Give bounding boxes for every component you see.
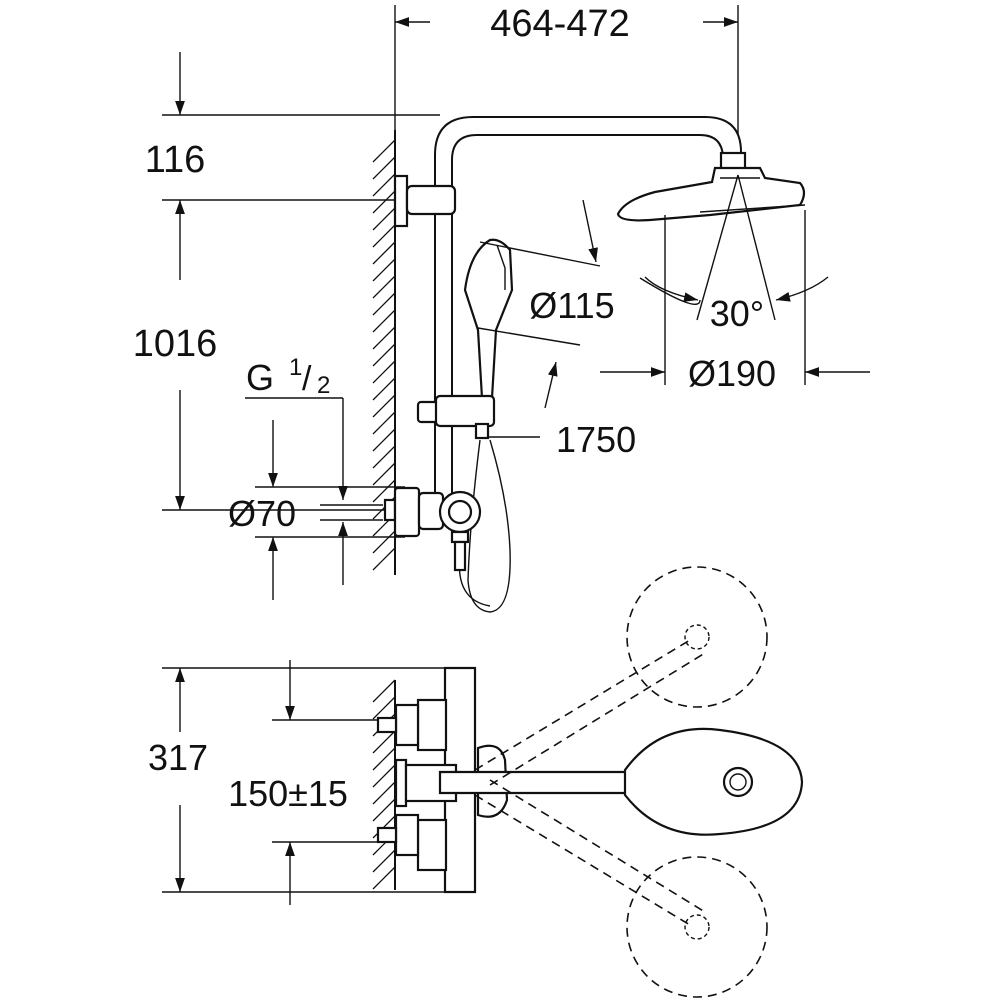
hatch-line [372,360,396,384]
projection-label: 317 [148,737,208,778]
hatch-line [372,343,396,367]
hand-shower-diameter-label: Ø115 [529,285,614,326]
dimension-vertical: 116 1016 [133,52,440,511]
hand-shower: Ø115 [463,199,615,409]
head-shower-diameter-label: Ø190 [688,353,776,394]
hatch-line [372,479,396,503]
head-shower: 30° Ø190 [600,166,870,394]
hatch-line [372,445,396,469]
diverter-body [383,486,482,572]
hose-length-label: 1750 [556,419,636,460]
hatch-line [372,139,396,163]
hatch-line [372,173,396,197]
wall-hatch [372,679,396,890]
hatch-line [372,798,396,822]
arm-swing-positions [474,566,768,998]
hatch-line [372,679,396,703]
hatch-line [372,530,396,554]
centres-label: 150±15 [228,773,348,814]
hatch-line [372,547,396,571]
front-elevation: 464-472 116 1016 G 1 / 2 [133,3,870,613]
hatch-line [372,781,396,805]
spray-angle-label: 30° [710,293,764,334]
hatch-line [372,224,396,248]
hatch-line [372,747,396,771]
riser-pipe [393,116,747,500]
dimension-top-offset-label: 116 [145,139,206,181]
thread-numerator: 1 [289,354,302,381]
thread-annotation: G 1 / 2 [245,354,383,585]
thread-label: G [246,357,274,398]
hatch-line [372,730,396,754]
thread-denominator: 2 [317,372,330,399]
hatch-line [372,428,396,452]
thread-fraction-slash: / [302,360,312,398]
hatch-line [372,190,396,214]
hatch-line [372,462,396,486]
top-view: 317 150±15 [148,566,804,998]
dimension-overall-width: 464-472 [394,3,739,135]
hatch-line [372,394,396,418]
dimension-overall-width-label: 464-472 [490,3,629,45]
hatch-line [372,377,396,401]
hatch-line [372,309,396,333]
hatch-line [372,207,396,231]
hatch-line [372,326,396,350]
hatch-line [372,764,396,788]
wall-hatch [372,139,396,571]
hatch-line [372,849,396,873]
hatch-line [372,411,396,435]
hatch-line [372,156,396,180]
escutcheon-dimension: Ø70 [228,420,405,600]
escutcheon-diameter-label: Ø70 [228,493,296,534]
hatch-line [372,866,396,890]
dimension-height-label: 1016 [133,323,218,365]
hatch-line [372,292,396,316]
hatch-line [372,275,396,299]
arm-top-view [438,727,804,836]
dimension-projection: 317 150±15 [148,660,465,905]
hatch-line [372,696,396,720]
slider-and-hose: 1750 [416,394,636,613]
hatch-line [372,241,396,265]
hatch-line [372,258,396,282]
